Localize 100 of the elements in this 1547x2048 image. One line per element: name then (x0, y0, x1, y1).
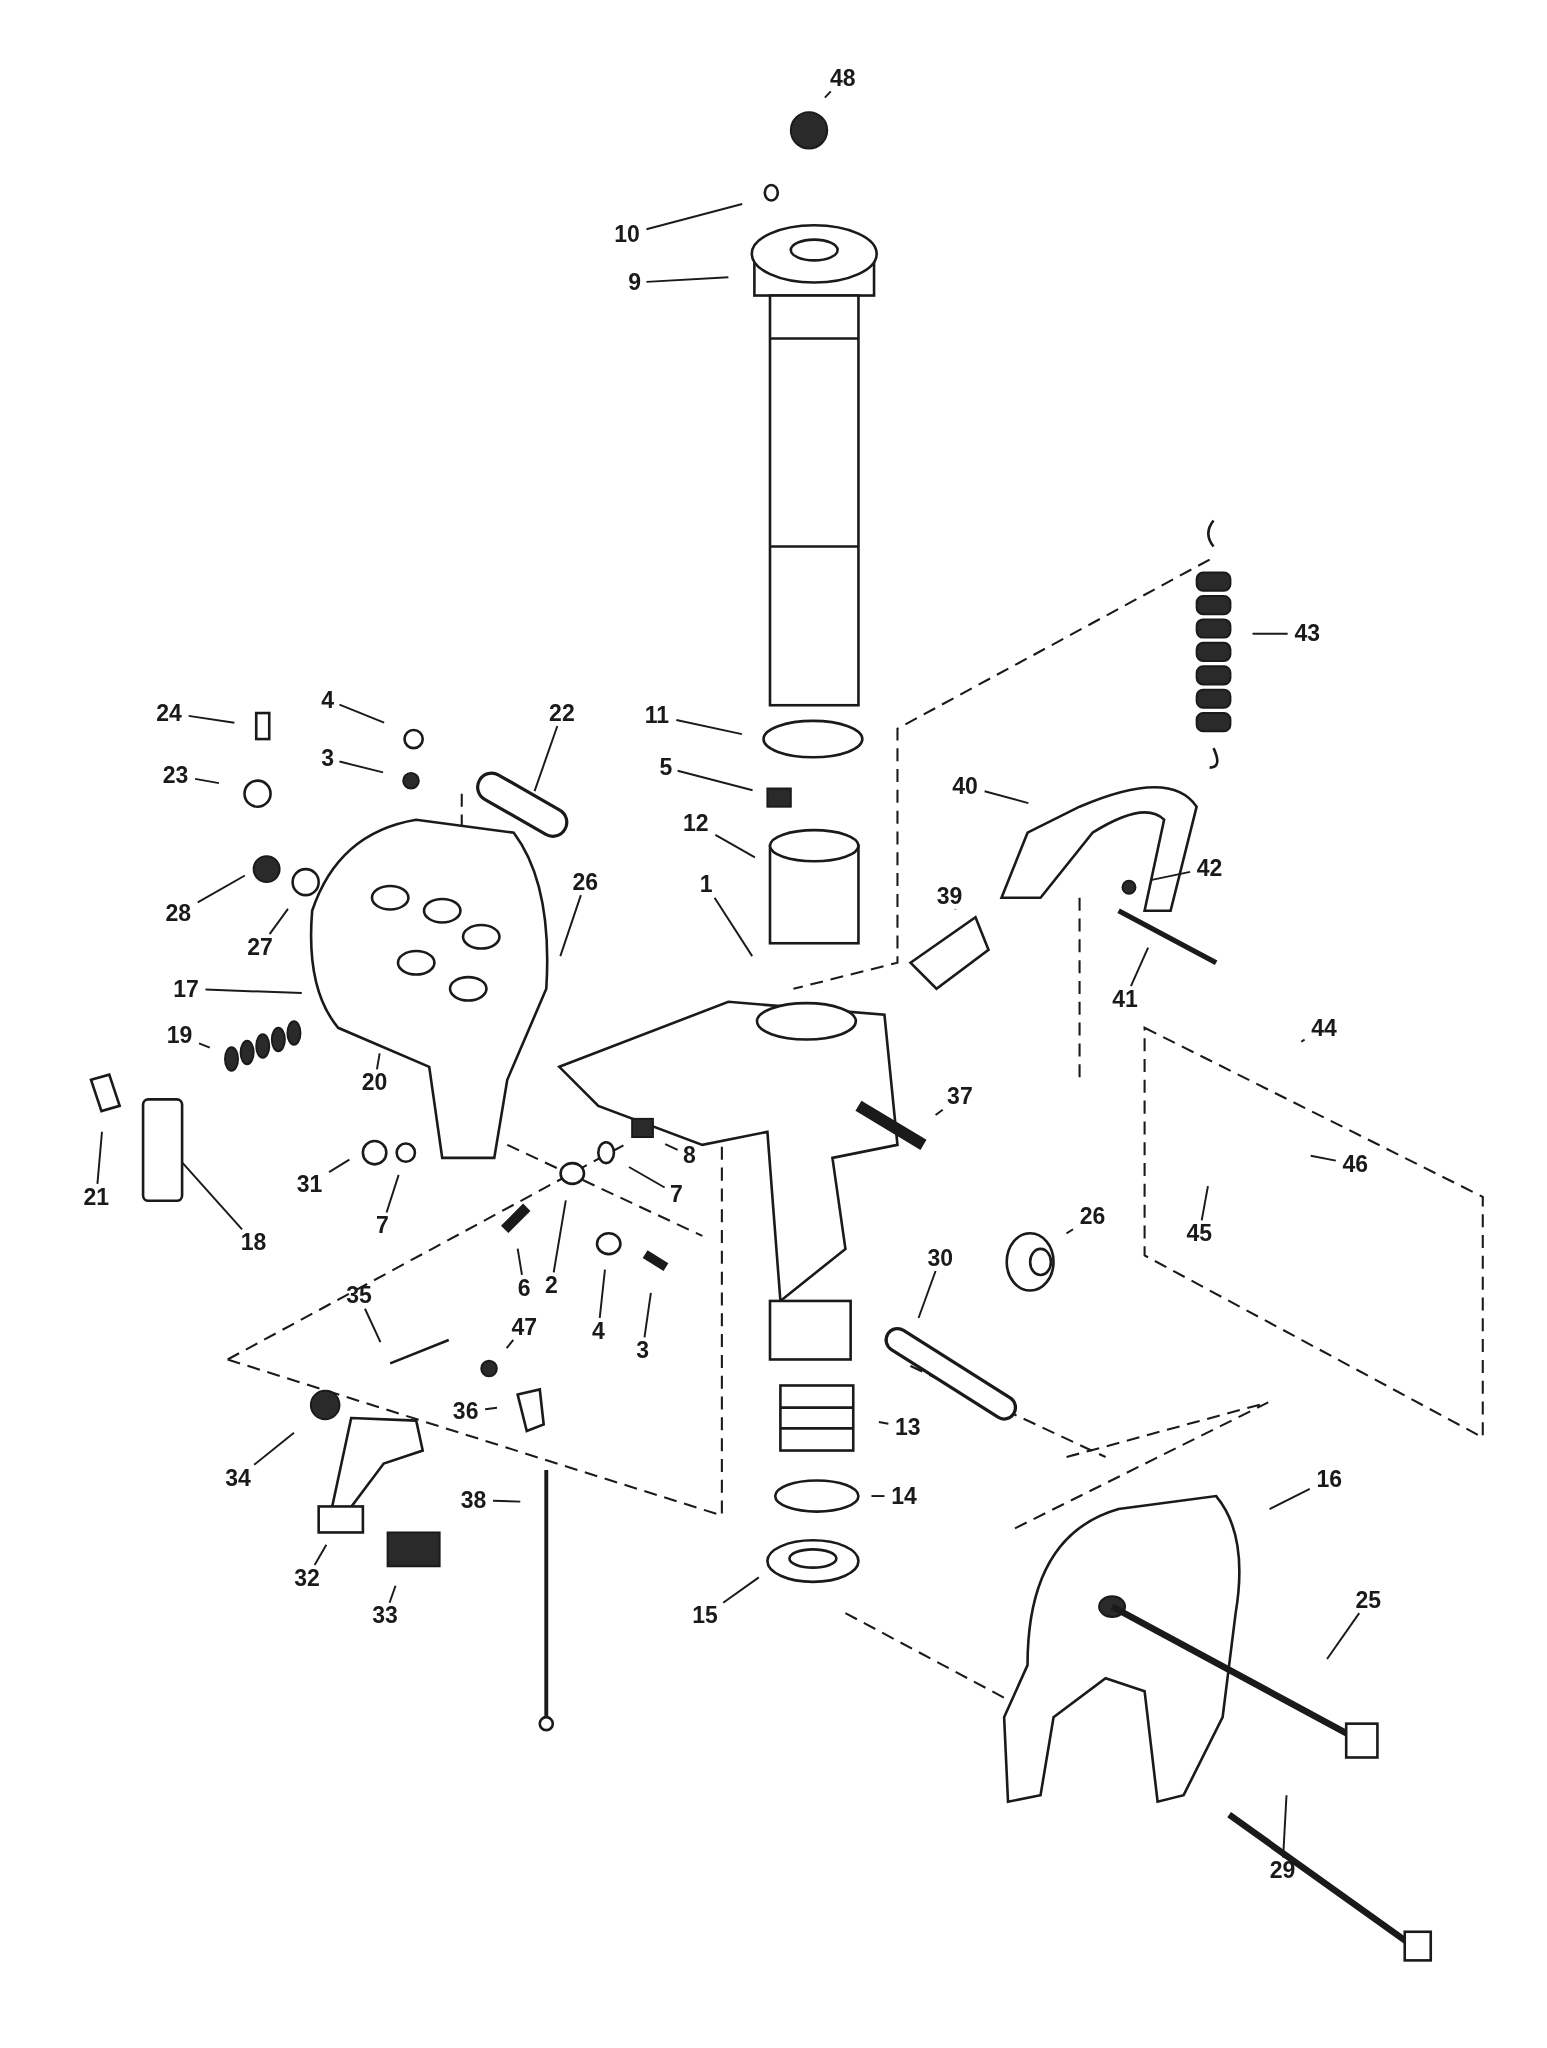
callout-number: 26 (571, 869, 600, 894)
leader-line (645, 203, 744, 231)
leader-line (505, 1339, 515, 1349)
callout-number: 24 (155, 700, 183, 725)
callout-number: 27 (246, 934, 274, 959)
callout-number: 20 (360, 1070, 389, 1095)
leader-line (1129, 946, 1150, 988)
callout-number: 21 (82, 1184, 111, 1209)
leader-line (877, 1421, 890, 1425)
callout-number: 9 (627, 270, 643, 295)
callout-number: 39 (935, 884, 964, 909)
callout-number: 13 (894, 1414, 922, 1439)
leader-line (516, 1247, 523, 1276)
callout-number: 33 (371, 1603, 399, 1628)
leader-line (643, 1291, 652, 1339)
leader-line (713, 896, 754, 958)
leader-line (194, 777, 220, 785)
callout-number: 37 (946, 1084, 974, 1109)
leader-line (1309, 1154, 1337, 1162)
leader-line (492, 1499, 522, 1503)
leader-line (388, 1584, 397, 1604)
leader-line (198, 1042, 211, 1049)
callout-number: 32 (293, 1565, 321, 1590)
callout-number: 4 (590, 1318, 606, 1343)
callout-number: 42 (1195, 855, 1224, 880)
leader-line (559, 894, 582, 958)
leader-line (375, 1052, 381, 1071)
leader-line (675, 718, 743, 736)
callout-number: 22 (548, 700, 576, 725)
callout-number: 43 (1293, 621, 1321, 646)
leader-line (676, 769, 754, 792)
leader-line (253, 1431, 295, 1466)
callout-number: 46 (1341, 1152, 1370, 1177)
callout-number: 48 (829, 66, 857, 91)
callout-number: 7 (668, 1182, 684, 1206)
leader-line (338, 703, 386, 724)
callout-number: 6 (516, 1275, 532, 1300)
leader-line (1268, 1487, 1311, 1511)
callout-number: 2 (544, 1273, 559, 1298)
leader-line (664, 1143, 679, 1151)
leader-line (917, 1270, 937, 1319)
leader-line (313, 1543, 328, 1566)
callout-number: 7 (375, 1213, 390, 1238)
callout-number: 31 (295, 1171, 324, 1196)
leader-line (722, 1576, 760, 1604)
callout-number: 47 (510, 1314, 538, 1339)
callout-number: 3 (635, 1338, 650, 1363)
callout-number: 16 (1315, 1466, 1344, 1491)
leader-line (1200, 1185, 1209, 1222)
leader-line (934, 1108, 944, 1117)
callout-number: 15 (691, 1603, 719, 1628)
callout-number: 34 (224, 1465, 252, 1490)
callout-number: 30 (926, 1245, 955, 1270)
leader-line (533, 725, 559, 793)
leader-line (187, 714, 236, 724)
leader-line (1300, 1038, 1306, 1043)
leader-line (196, 874, 246, 904)
leader-line (552, 1199, 567, 1274)
leader-line (714, 833, 756, 859)
callout-number: 12 (682, 811, 710, 836)
leader-line (1251, 632, 1289, 635)
leader-line (385, 1173, 400, 1214)
callout-number: 4 (320, 687, 336, 712)
leader-line (954, 908, 957, 911)
leader-line (328, 1158, 351, 1174)
leader-line (268, 907, 289, 936)
leader-line (364, 1307, 382, 1344)
callout-number: 35 (345, 1283, 373, 1308)
leader-line (598, 1268, 606, 1319)
callout-number: 28 (164, 901, 192, 926)
callout-number: 3 (320, 746, 336, 771)
leader-line (484, 1406, 498, 1411)
callout-number: 44 (1310, 1015, 1338, 1040)
callout-number: 41 (1111, 986, 1139, 1011)
leader-line (96, 1130, 103, 1185)
callout-number: 23 (161, 763, 190, 788)
leader-line (1326, 1612, 1361, 1660)
callout-number: 40 (951, 773, 979, 798)
leader-line (1150, 870, 1192, 881)
callout-number: 25 (1354, 1587, 1383, 1612)
leader-line (1065, 1228, 1075, 1235)
callout-number: 10 (613, 222, 641, 247)
leader-line (181, 1161, 244, 1231)
callout-number: 36 (451, 1399, 480, 1424)
leader-line (983, 790, 1030, 805)
leader-line (823, 90, 832, 99)
callout-number: 8 (681, 1143, 697, 1167)
callout-number: 14 (890, 1483, 918, 1508)
callout-number: 29 (1268, 1858, 1297, 1883)
leader-line (645, 276, 730, 283)
callout-number: 17 (172, 976, 200, 1001)
callout-number: 11 (643, 703, 670, 728)
callout-number: 18 (239, 1230, 268, 1255)
callout-number: 19 (165, 1023, 194, 1048)
leader-line (1282, 1794, 1288, 1859)
callout-number: 1 (698, 872, 714, 897)
leader-line (338, 760, 385, 774)
callout-number: 26 (1078, 1204, 1107, 1229)
leader-line (204, 988, 303, 995)
leader-line (628, 1166, 666, 1189)
